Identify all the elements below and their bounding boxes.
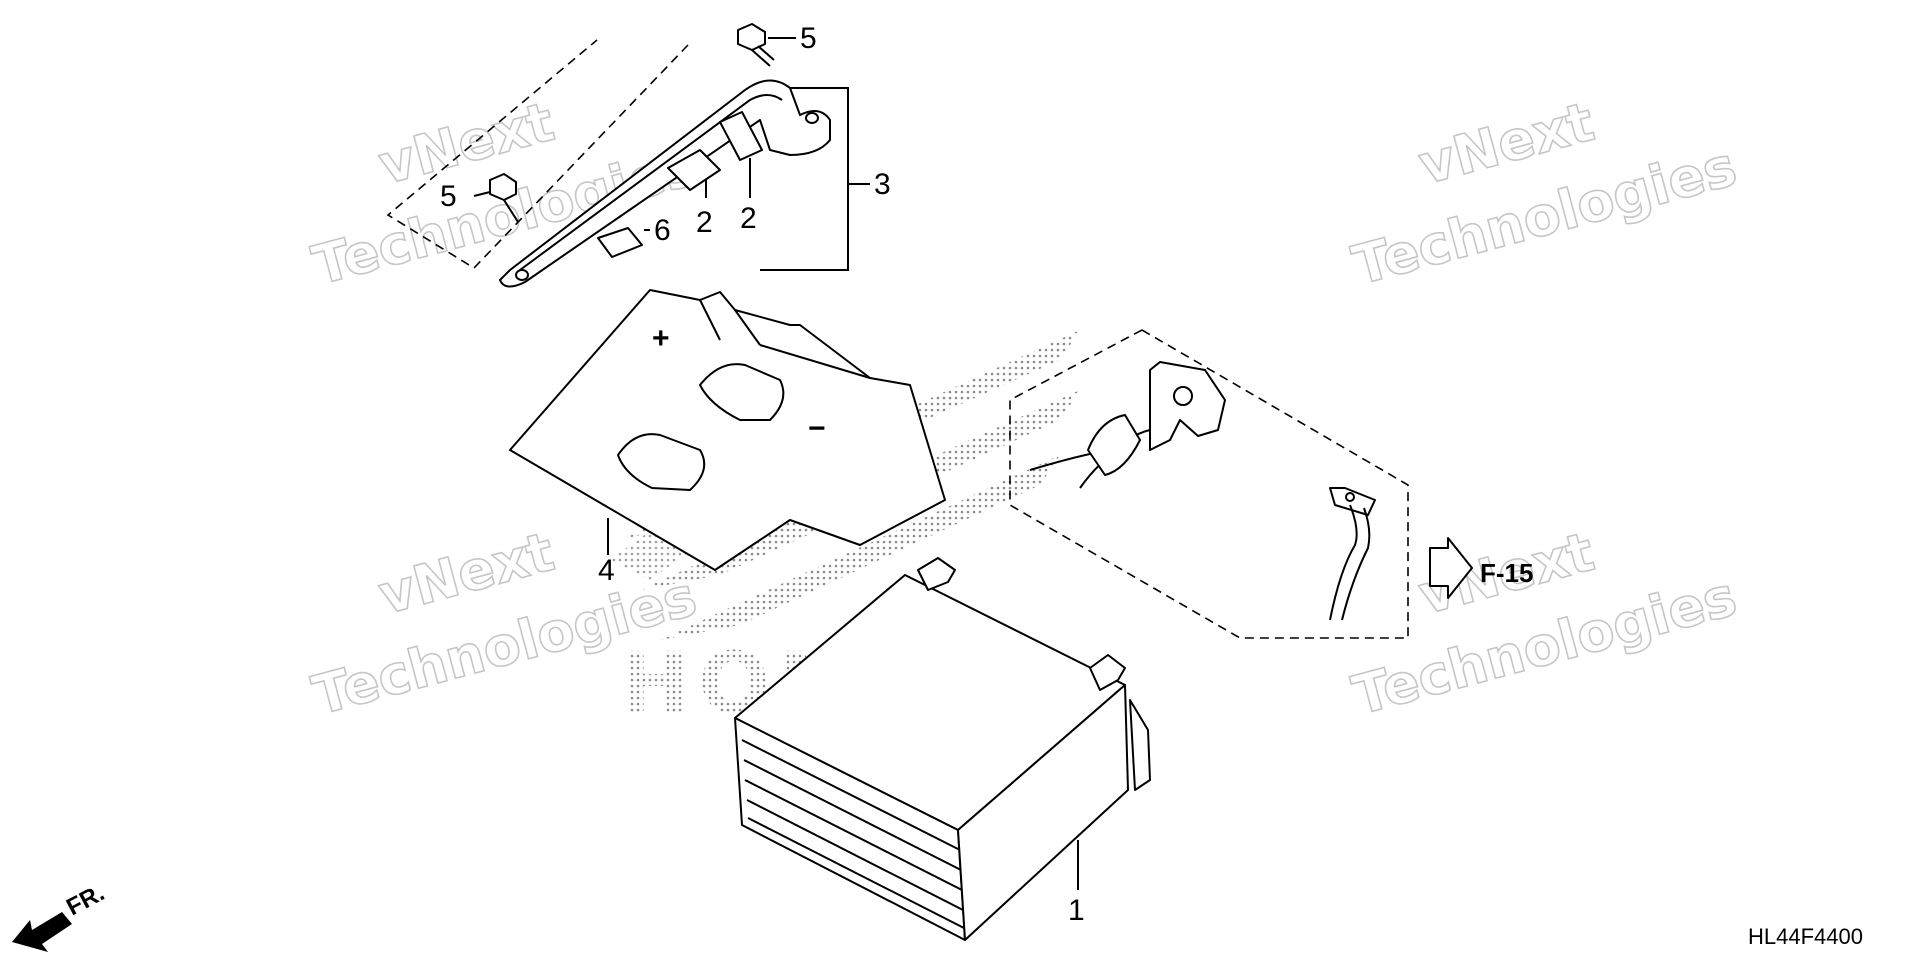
cushion-pad: [597, 227, 643, 258]
watermark-top-right: vNext Technologies: [1345, 89, 1743, 298]
battery-holder: [499, 79, 831, 288]
callout-6: 6: [654, 214, 671, 247]
battery: [734, 557, 1151, 941]
flange-bolt-left: [489, 173, 519, 223]
svg-text:−: −: [808, 412, 826, 445]
callout-2b: 2: [740, 202, 757, 235]
callout-3: 3: [874, 168, 891, 201]
callout-5-left: 5: [440, 180, 457, 213]
reference-code: F-15: [1480, 558, 1533, 588]
watermark-bottom-right: vNext Technologies: [1345, 519, 1743, 728]
front-direction-label: FR.: [62, 879, 109, 921]
callout-2a: 2: [696, 206, 713, 239]
leader-5-left: [473, 191, 491, 197]
reference-arrow-icon: [1429, 537, 1473, 599]
svg-text:+: +: [652, 322, 670, 355]
callout-4: 4: [598, 554, 615, 587]
flange-bolt-top: [737, 23, 775, 67]
diagram-code: HL44F4400: [1748, 924, 1863, 949]
battery-cover: + −: [509, 289, 946, 571]
negative-terminal-cable: [1329, 487, 1376, 621]
holder-bracket-3: [760, 87, 870, 271]
rubber-pad-left: [667, 149, 721, 191]
holder-assembly-outline: [386, 39, 689, 270]
rubber-pad-right: [719, 111, 763, 161]
callout-1: 1: [1068, 894, 1085, 927]
callout-5-top: 5: [800, 22, 817, 55]
terminal-inset-outline: [1009, 329, 1409, 639]
front-arrow-icon: [12, 912, 72, 952]
positive-terminal-cable: [1029, 361, 1226, 489]
